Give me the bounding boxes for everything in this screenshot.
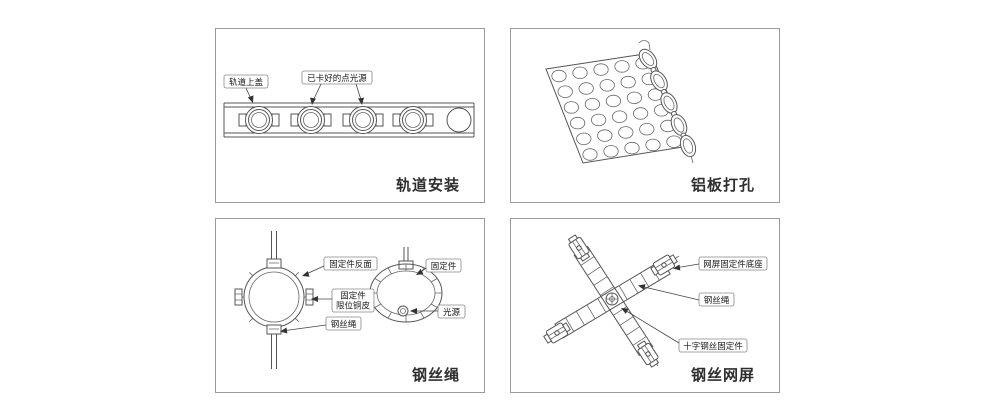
- label-light-source-text: 光源: [443, 307, 461, 317]
- label-cross-wire-fixture-text: 十字钢丝固定件: [683, 341, 743, 351]
- clamp-fixture: [567, 234, 591, 262]
- light-source: [397, 305, 409, 317]
- label-clipped-lights-text: 已卡好的点光源: [307, 73, 367, 83]
- point-light: [238, 106, 280, 134]
- label-fixture-text: 固定件: [431, 261, 457, 271]
- label-screen-fixture-base: 网屏固定件底座: [673, 256, 768, 271]
- point-light: [392, 106, 434, 134]
- point-light: [290, 106, 332, 134]
- label-clipped-lights: 已卡好的点光源: [301, 70, 373, 105]
- label-mesh-wire-rope: 钢丝绳: [638, 284, 735, 307]
- drill-holes: [551, 57, 682, 161]
- clamp-fixture: [650, 254, 678, 276]
- panel-title: 钢丝绳: [411, 367, 460, 384]
- label-fixture: 固定件: [416, 258, 462, 275]
- cross-wire-fixture: [605, 292, 619, 306]
- mesh-screen-diagram: 网屏固定件底座 钢丝绳 十字钢丝固定件: [543, 234, 768, 368]
- panel-title: 轨道安装: [395, 177, 460, 194]
- label-wire-rope: 钢丝绳: [280, 316, 362, 334]
- panel-plate-drilling: 铝板打孔: [510, 28, 780, 203]
- label-limit-line1: 固定件: [340, 291, 366, 301]
- empty-light-slot: [446, 107, 472, 133]
- clamp-fixture: [543, 322, 571, 344]
- panel-title: 钢丝网屏: [690, 367, 755, 384]
- label-fixture-back: 固定件反面: [302, 256, 378, 277]
- label-limit-line2: 限位铜皮: [336, 301, 371, 311]
- fixture-ring-front: [369, 247, 443, 323]
- point-light: [342, 106, 384, 134]
- panel-track-installation: 轨道上盖 已卡好的点光源 轨道安装: [215, 28, 485, 203]
- label-screen-fixture-base-text: 网屏固定件底座: [703, 259, 763, 269]
- plate-diagram: [545, 40, 697, 164]
- panel-mesh-screen: 网屏固定件底座 钢丝绳 十字钢丝固定件 钢丝网屏: [510, 218, 780, 393]
- label-fixture-limit-copper: 固定件 限位铜皮: [311, 288, 375, 313]
- fixture-ring-back: [234, 231, 314, 369]
- label-track-cover-text: 轨道上盖: [229, 77, 264, 87]
- track-rail: [223, 102, 475, 138]
- label-fixture-back-text: 固定件反面: [329, 259, 372, 269]
- track-diagram: 轨道上盖 已卡好的点光源: [223, 70, 475, 138]
- label-wire-rope-text: 钢丝绳: [331, 319, 357, 329]
- wire-rope-diagram: 固定件反面 固定件 固定件 限位铜皮 钢丝绳: [234, 231, 466, 369]
- panel-wire-rope: 固定件反面 固定件 固定件 限位铜皮 钢丝绳: [215, 218, 485, 393]
- label-track-cover: 轨道上盖: [223, 74, 269, 103]
- label-mesh-wire-rope-text: 钢丝绳: [704, 295, 730, 305]
- label-cross-wire-fixture: 十字钢丝固定件: [621, 308, 748, 353]
- clamp-fixture: [636, 340, 660, 368]
- light-module-chain: [638, 40, 697, 164]
- label-light-source: 光源: [410, 304, 466, 319]
- panel-title: 铝板打孔: [690, 177, 755, 194]
